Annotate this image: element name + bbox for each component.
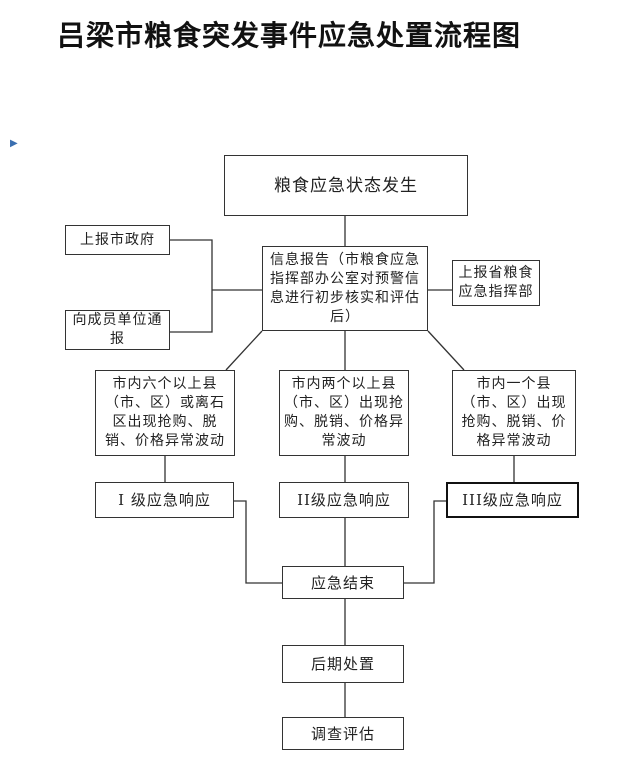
node-case-two-counties: 市内两个以上县（市、区）出现抢购、脱销、价格异常波动 xyxy=(279,370,409,456)
page-title: 吕梁市粮食突发事件应急处置流程图 xyxy=(57,19,522,52)
connector-left-bracket xyxy=(170,239,213,333)
connector-info-to-case-one xyxy=(427,330,465,371)
node-info-report: 信息报告（市粮食应急指挥部办公室对预警信息进行初步核实和评估后） xyxy=(262,246,428,331)
connector-level1-to-end xyxy=(234,500,282,584)
connector-level3-to-end xyxy=(404,500,446,584)
node-case-one-county: 市内一个县（市、区）出现抢购、脱销、价格异常波动 xyxy=(452,370,576,456)
node-report-city: 上报市政府 xyxy=(65,225,170,255)
node-report-province: 上报省粮食应急指挥部 xyxy=(452,260,540,306)
node-case-six-counties: 市内六个以上县（市、区）或离石区出现抢购、脱销、价格异常波动 xyxy=(95,370,235,456)
node-evaluation: 调查评估 xyxy=(282,717,404,750)
node-level1-response: I 级应急响应 xyxy=(95,482,234,518)
node-start: 粮食应急状态发生 xyxy=(224,155,468,216)
node-aftermath: 后期处置 xyxy=(282,645,404,683)
node-level2-response: II级应急响应 xyxy=(279,482,409,518)
node-response-end: 应急结束 xyxy=(282,566,404,599)
node-notify-members: 向成员单位通报 xyxy=(65,310,170,350)
node-level3-response: III级应急响应 xyxy=(446,482,579,518)
collapse-arrow-icon[interactable]: ▶ xyxy=(10,138,18,149)
connector-info-to-case-six xyxy=(225,330,263,371)
